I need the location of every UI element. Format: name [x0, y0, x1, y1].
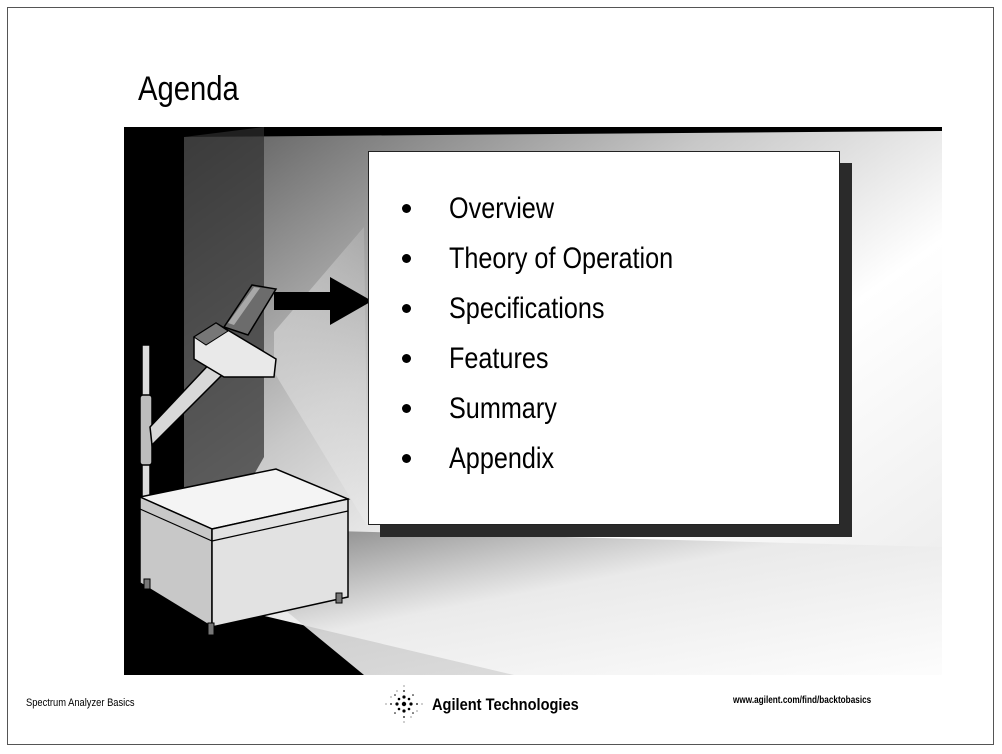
agenda-item-appendix: Appendix	[399, 434, 716, 484]
bullet-icon	[402, 204, 411, 213]
arrow-right-icon	[274, 277, 372, 325]
bullet-icon	[402, 354, 411, 363]
bullet-icon	[402, 404, 411, 413]
footer-brand-name: Agilent Technologies	[432, 695, 579, 714]
bullet-icon	[402, 454, 411, 463]
agenda-item-theory-of-operation: Theory of Operation	[399, 234, 716, 284]
floor-plane	[184, 527, 942, 675]
projector-base-side	[211, 498, 349, 628]
agilent-spark-logo-icon	[385, 685, 423, 723]
footer-url: www.agilent.com/find/backtobasics	[733, 695, 872, 706]
bullet-icon	[402, 304, 411, 313]
agenda-item-overview: Overview	[399, 184, 716, 234]
agenda-item-features: Features	[399, 334, 716, 384]
agenda-item-specifications: Specifications	[399, 284, 716, 334]
agenda-list: Overview Theory of Operation Specificati…	[399, 184, 716, 484]
projector-mirror	[222, 284, 278, 336]
agenda-item-summary: Summary	[399, 384, 716, 434]
slide-title: Agenda	[138, 70, 239, 108]
projector-scene: Overview Theory of Operation Specificati…	[124, 127, 942, 675]
agenda-card: Overview Theory of Operation Specificati…	[368, 151, 840, 525]
footer-course-title: Spectrum Analyzer Basics	[26, 697, 135, 709]
bullet-icon	[402, 254, 411, 263]
